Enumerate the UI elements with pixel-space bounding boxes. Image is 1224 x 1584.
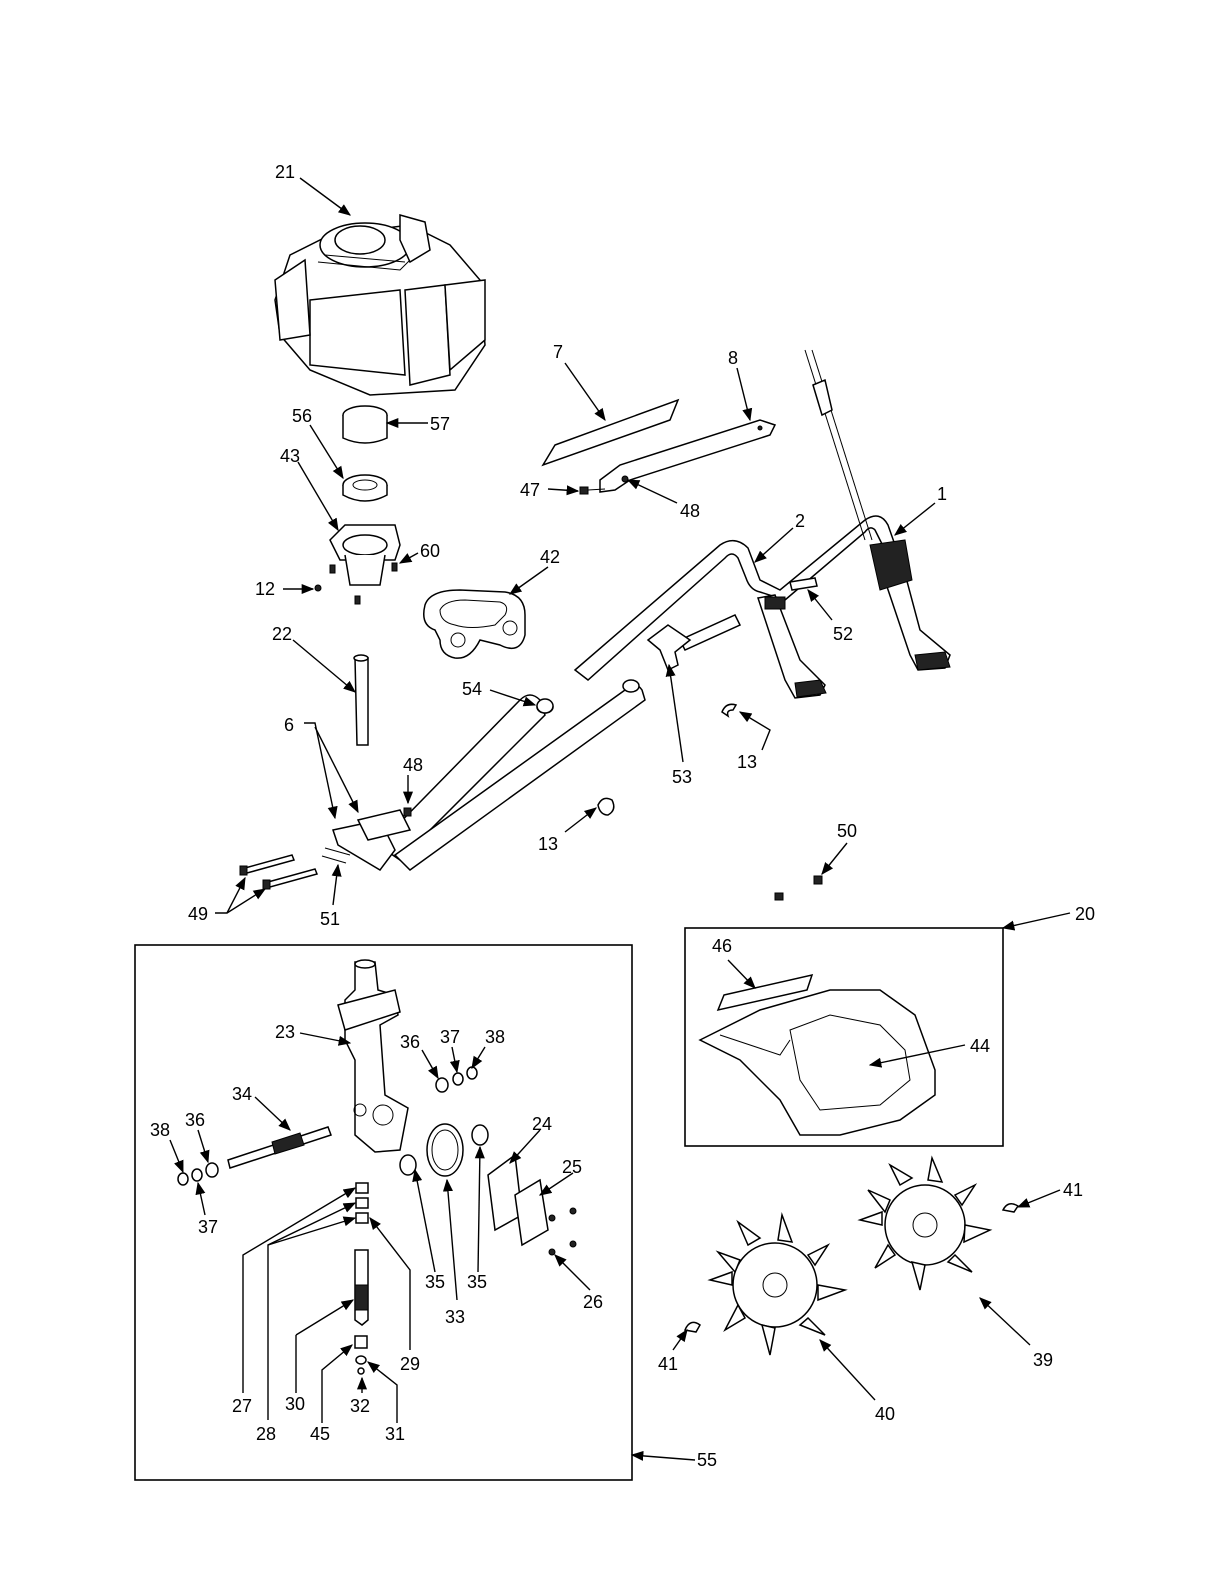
callout-39: 39 — [1033, 1350, 1053, 1370]
callout-33: 33 — [445, 1307, 465, 1327]
callout-42: 42 — [540, 547, 560, 567]
worm-gear — [400, 1124, 488, 1176]
callout-40: 40 — [875, 1404, 895, 1424]
callout-37b: 37 — [198, 1217, 218, 1237]
callout-56: 56 — [292, 406, 312, 426]
gasket — [424, 590, 525, 658]
callout-51: 51 — [320, 909, 340, 929]
callout-7: 7 — [553, 342, 563, 362]
callout-25: 25 — [562, 1157, 582, 1177]
callout-60: 60 — [420, 541, 440, 561]
callout-35b: 35 — [467, 1272, 487, 1292]
callout-1: 1 — [937, 484, 947, 504]
callout-13b: 13 — [538, 834, 558, 854]
callout-28: 28 — [256, 1424, 276, 1444]
callout-57: 57 — [430, 414, 450, 434]
callout-26: 26 — [583, 1292, 603, 1312]
callout-29: 29 — [400, 1354, 420, 1374]
fender — [700, 990, 935, 1135]
washers-left — [178, 1163, 218, 1185]
gearbox-assembly-frame — [135, 945, 632, 1480]
callout-27: 27 — [232, 1396, 252, 1416]
callout-22: 22 — [272, 624, 292, 644]
cap — [537, 699, 553, 713]
callout-30: 30 — [285, 1394, 305, 1414]
bearing — [343, 475, 387, 501]
gearbox-housing — [338, 960, 408, 1152]
leader-lines — [170, 178, 1070, 1460]
callout-23: 23 — [275, 1022, 295, 1042]
callout-34: 34 — [232, 1084, 252, 1104]
gear-housing-top — [315, 525, 400, 604]
callout-24: 24 — [532, 1114, 552, 1134]
callout-36b: 36 — [185, 1110, 205, 1130]
callout-13a: 13 — [737, 752, 757, 772]
callout-52: 52 — [833, 624, 853, 644]
callout-41a: 41 — [1063, 1180, 1083, 1200]
callout-45: 45 — [310, 1424, 330, 1444]
callout-20: 20 — [1075, 904, 1095, 924]
callout-2: 2 — [795, 511, 805, 531]
callout-46: 46 — [712, 936, 732, 956]
callout-48b: 48 — [403, 755, 423, 775]
callout-32: 32 — [350, 1396, 370, 1416]
callout-43: 43 — [280, 446, 300, 466]
callout-21: 21 — [275, 162, 295, 182]
callout-38a: 38 — [485, 1027, 505, 1047]
callout-54: 54 — [462, 679, 482, 699]
callout-38b: 38 — [150, 1120, 170, 1140]
callout-44: 44 — [970, 1036, 990, 1056]
callout-37a: 37 — [440, 1027, 460, 1047]
callout-47: 47 — [520, 480, 540, 500]
worm-shaft — [228, 1127, 331, 1168]
coupling — [343, 406, 387, 443]
callout-49: 49 — [188, 904, 208, 924]
callout-35a: 35 — [425, 1272, 445, 1292]
engine — [275, 215, 485, 395]
lower-handle — [333, 680, 645, 870]
tine-assembly-left — [710, 1215, 845, 1355]
callout-8: 8 — [728, 348, 738, 368]
tine-assembly-right — [860, 1158, 990, 1290]
callout-41b: 41 — [658, 1354, 678, 1374]
callout-48a: 48 — [680, 501, 700, 521]
callout-12: 12 — [255, 579, 275, 599]
drive-shaft — [354, 655, 368, 745]
callout-53: 53 — [672, 767, 692, 787]
callout-6: 6 — [284, 715, 294, 735]
callout-31: 31 — [385, 1424, 405, 1444]
callout-36a: 36 — [400, 1032, 420, 1052]
callout-50: 50 — [837, 821, 857, 841]
callout-labels: 21 57 56 43 60 12 7 8 47 48 1 2 42 52 22… — [150, 162, 1095, 1470]
bolts — [240, 848, 822, 900]
tine-shaft-parts — [355, 1183, 368, 1374]
upper-handle — [575, 350, 950, 698]
clip — [598, 704, 736, 815]
callout-55: 55 — [697, 1450, 717, 1470]
